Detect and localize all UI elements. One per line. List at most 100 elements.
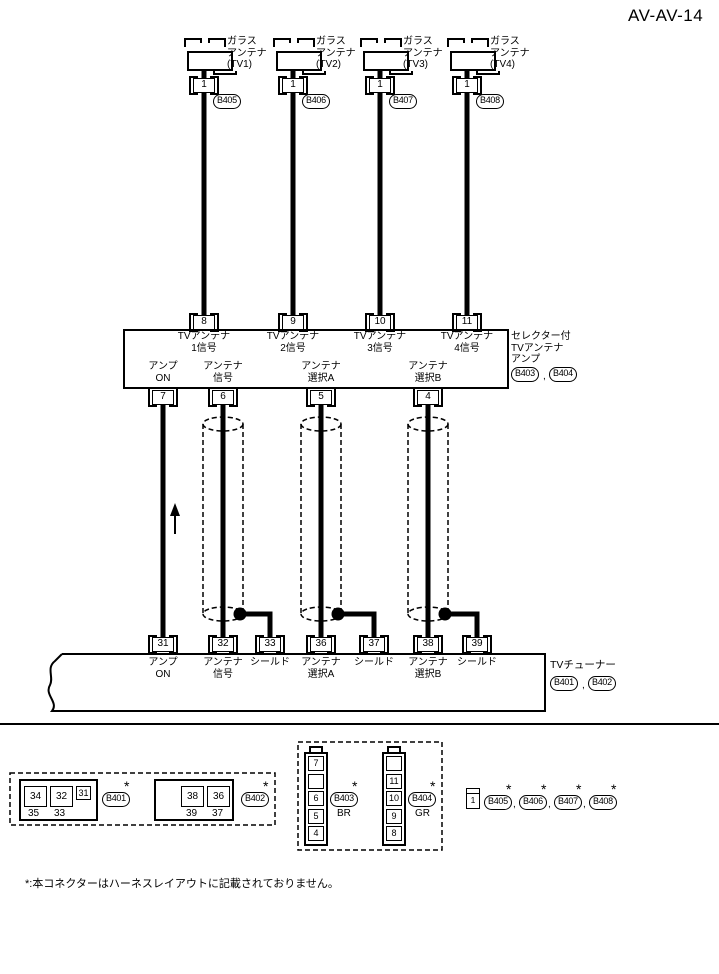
asterisk: * [124, 778, 130, 794]
connector-id-b403-ref: B403 [511, 367, 539, 382]
pin-box-amp-11: 11 [452, 313, 482, 332]
amp-pin5-label: アンテナ選択A [301, 361, 341, 384]
glass-antenna-symbol-tv4 [447, 38, 500, 75]
connector-id-b406-view: B406 [519, 795, 547, 810]
pin-box-tuner-36: 36 [306, 635, 336, 654]
b404-cavity-8: 8 [386, 826, 402, 841]
b402-terminal-39: 39 [186, 808, 198, 819]
connector-id-b408: B408 [476, 94, 504, 109]
connector-id-b403: B403 [330, 792, 358, 807]
connector-id-b407-view: B407 [554, 795, 582, 810]
b404-cavity-11: 11 [386, 773, 402, 789]
pin-box-amp-4: 4 [413, 388, 443, 407]
page-title: AV-AV-14 [628, 6, 704, 25]
b401-cavity-31: 31 [76, 786, 91, 800]
asterisk: * [611, 781, 617, 797]
pin-box-amp-8: 8 [189, 313, 219, 332]
b404-cavity-blank [386, 756, 402, 771]
b403-cavity-6: 6 [308, 791, 324, 806]
pin-box-tuner-39: 39 [462, 635, 492, 654]
pin-box-tuner-32: 32 [208, 635, 238, 654]
b402-cavity-36: 36 [207, 786, 230, 807]
connector-id-b401-ref: B401 [550, 676, 578, 691]
b403-cavity-7: 7 [308, 756, 324, 771]
glass-antenna-symbol-tv1 [184, 38, 237, 75]
pin-box-amp-9: 9 [278, 313, 308, 332]
b403-cavity-5: 5 [308, 808, 324, 824]
connector-id-b404: B404 [408, 792, 436, 807]
asterisk: * [352, 778, 358, 794]
connector-id-b402-ref: B402 [588, 676, 616, 691]
pin-box-tuner-31: 31 [148, 635, 178, 654]
tuner-pin32-label: アンテナ信号 [203, 657, 243, 680]
b404-cavity-9: 9 [386, 808, 402, 824]
antenna-wires [201, 70, 470, 317]
pin-box-amp-5: 5 [306, 388, 336, 407]
signal-direction-arrow [170, 503, 180, 534]
pin-box-amp-6: 6 [208, 388, 238, 407]
antenna-label-tv4: ガラスアンテナ(TV4) [490, 36, 530, 70]
b403-color-code: BR [337, 808, 351, 819]
footnote: *:本コネクターはハーネスレイアウトに記載されておりません。 [25, 878, 339, 890]
antenna-label-tv1: ガラスアンテナ(TV1) [227, 36, 267, 70]
amp-pin4-label: アンテナ選択B [408, 361, 448, 384]
connector-id-b405: B405 [213, 94, 241, 109]
connector-id-b408-view: B408 [589, 795, 617, 810]
tuner-name-label: TVチューナー [550, 659, 616, 671]
amp-box [123, 329, 509, 389]
b403-b404-dashed-frame [297, 741, 443, 851]
b404-color-code: GR [415, 808, 430, 819]
tuner-pin39-label: シールド [457, 657, 497, 668]
b401-cavity-34: 34 [24, 786, 47, 807]
connector-id-b407: B407 [389, 94, 417, 109]
b401-cavity-32: 32 [50, 786, 73, 807]
shield-cylinder-3 [407, 416, 480, 650]
b401-terminal-33: 33 [54, 808, 66, 819]
tuner-pin37-label: シールド [354, 657, 394, 668]
connector-id-b401: B401 [102, 792, 130, 807]
pin-box-tuner-38: 38 [413, 635, 443, 654]
pin-box-b407-1: 1 [365, 76, 395, 95]
tuner-box [47, 653, 546, 712]
tuner-pin38-label: アンテナ選択B [408, 657, 448, 680]
pin-box-amp-7: 7 [148, 388, 178, 407]
asterisk: * [263, 778, 269, 794]
asterisk: * [430, 778, 436, 794]
comma: , [582, 680, 585, 691]
tuner-pin36-label: アンテナ選択A [301, 657, 341, 680]
connector-id-b404-ref: B404 [549, 367, 577, 382]
asterisk: * [541, 781, 547, 797]
comma: , [548, 799, 551, 810]
glass-antenna-symbol-tv2 [273, 38, 326, 75]
shield-cylinder-2 [300, 416, 377, 650]
connector-id-b406: B406 [302, 94, 330, 109]
comma: , [513, 799, 516, 810]
b402-terminal-37: 37 [212, 808, 224, 819]
b404-cavity-10: 10 [386, 791, 402, 806]
pin-box-b405-1: 1 [189, 76, 219, 95]
pin-box-b408-1: 1 [452, 76, 482, 95]
connector-id-b405-view: B405 [484, 795, 512, 810]
comma: , [583, 799, 586, 810]
b402-cavity-38: 38 [181, 786, 204, 807]
single-pin-connector-cap [467, 789, 479, 794]
asterisk: * [506, 781, 512, 797]
antenna-label-tv3: ガラスアンテナ(TV3) [403, 36, 443, 70]
glass-antenna-symbol-tv3 [360, 38, 413, 75]
b403-cavity-4: 4 [308, 826, 324, 841]
shield-cylinder-1 [202, 416, 273, 650]
pin-box-tuner-33: 33 [255, 635, 285, 654]
pin-box-amp-10: 10 [365, 313, 395, 332]
single-pin-cavity-1: 1 [470, 795, 476, 805]
amp-pin6-label: アンテナ信号 [203, 361, 243, 384]
pin-box-tuner-37: 37 [359, 635, 389, 654]
